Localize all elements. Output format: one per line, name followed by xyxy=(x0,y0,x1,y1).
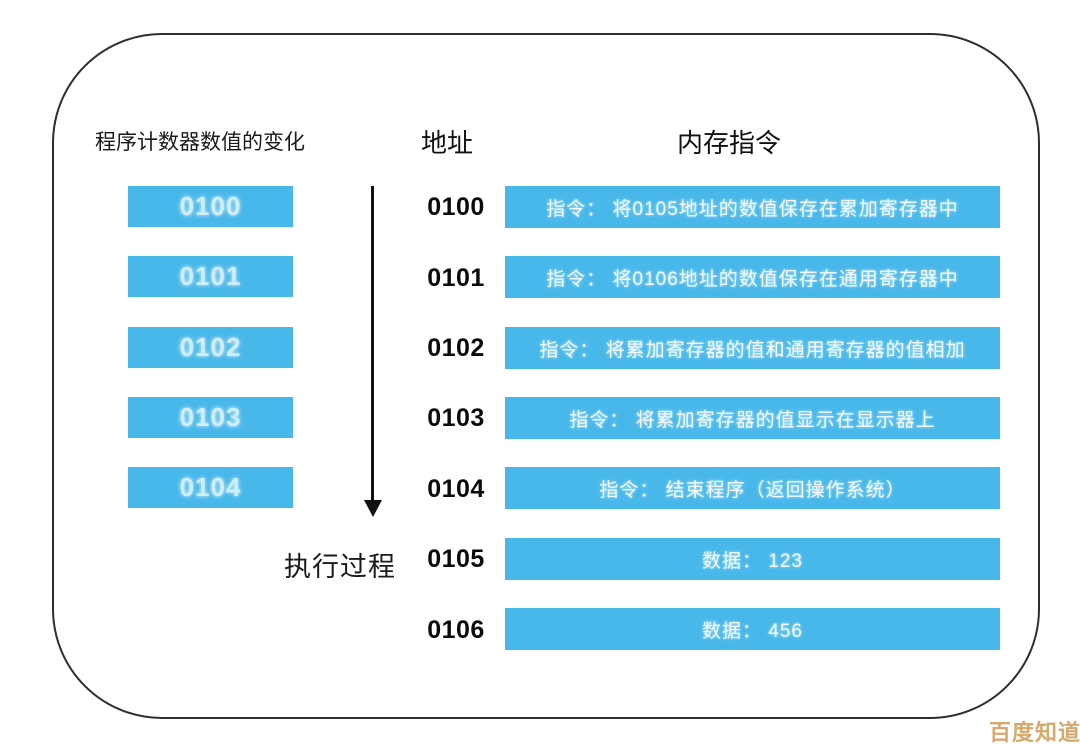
baidu-zhidao-watermark: 百度知道 xyxy=(989,720,1080,745)
memory-instruction-box: 指令： 将累加寄存器的值显示在显示器上 xyxy=(505,397,1000,439)
arrow-down-icon xyxy=(364,500,382,517)
address-label: 0106 xyxy=(427,616,485,644)
pc-value-box: 0100 xyxy=(128,186,293,227)
execution-process-label: 执行过程 xyxy=(284,552,396,582)
pc-value-box: 0101 xyxy=(128,256,293,297)
memory-data-box: 数据： 123 xyxy=(505,538,1000,580)
pc-value-box: 0104 xyxy=(128,467,293,508)
address-label: 0103 xyxy=(427,404,485,432)
instruction-column-header: 内存指令 xyxy=(677,128,782,158)
memory-data-box: 数据： 456 xyxy=(505,608,1000,650)
memory-instruction-box: 指令： 将0106地址的数值保存在通用寄存器中 xyxy=(505,256,1000,298)
address-column-header: 地址 xyxy=(421,128,474,158)
address-label: 0101 xyxy=(427,264,485,292)
pc-value-box: 0102 xyxy=(128,327,293,368)
execution-arrow-line xyxy=(371,186,374,502)
pc-column-header: 程序计数器数值的变化 xyxy=(95,131,305,154)
pc-value-box: 0103 xyxy=(128,397,293,438)
address-label: 0104 xyxy=(427,475,485,503)
address-label: 0102 xyxy=(427,334,485,362)
memory-instruction-box: 指令： 将0105地址的数值保存在累加寄存器中 xyxy=(505,186,1000,228)
memory-instruction-box: 指令： 将累加寄存器的值和通用寄存器的值相加 xyxy=(505,327,1000,369)
address-label: 0100 xyxy=(427,193,485,221)
memory-instruction-box: 指令： 结束程序（返回操作系统） xyxy=(505,467,1000,509)
address-label: 0105 xyxy=(427,545,485,573)
diagram-rounded-border xyxy=(52,33,1040,719)
